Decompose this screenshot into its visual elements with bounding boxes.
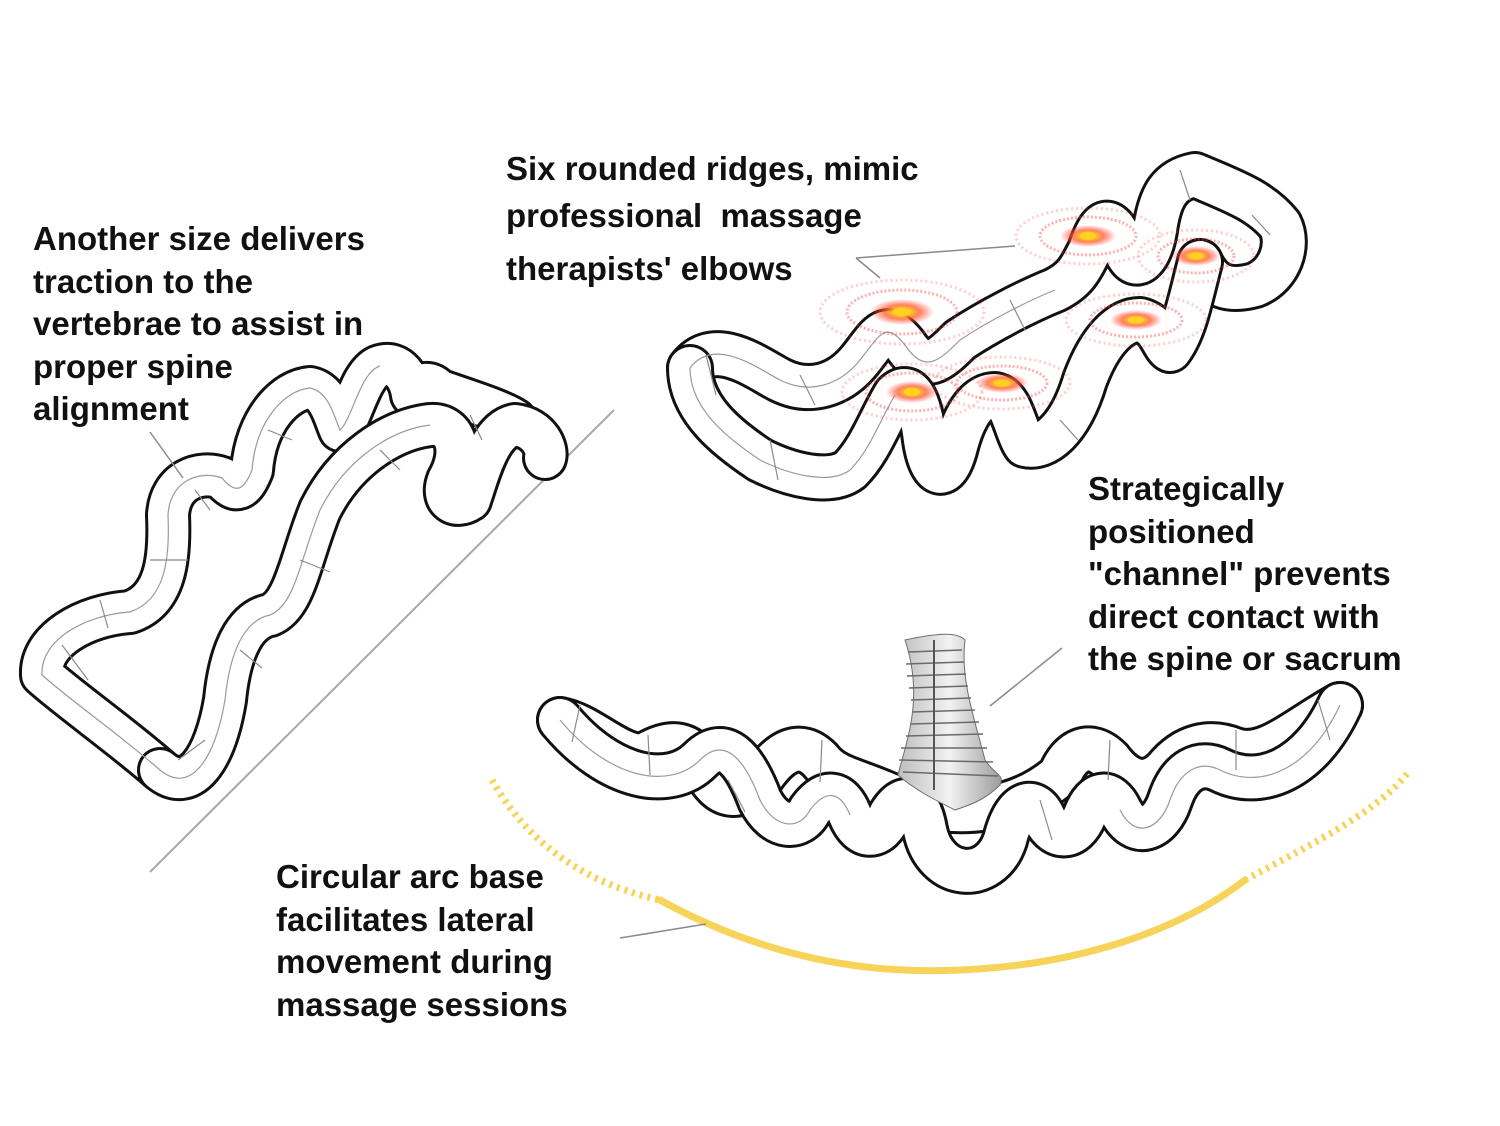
ridges-model-illustration [666,151,1308,502]
callout-line: massage sessions [276,985,568,1023]
left-front-seam [159,424,431,779]
left-back-seam [41,365,381,771]
callout-line: "channel" prevents [1088,555,1391,592]
callout-line: alignment [33,390,189,427]
top-back-seam [689,289,1056,388]
callout-line: traction to the [33,262,253,300]
leader-arc [619,923,707,939]
callout-line: the spine or sacrum [1088,640,1402,677]
top-front-seam [689,367,896,478]
callout-channel: Strategically positioned "channel" preve… [1088,468,1402,681]
traction-model-illustration [19,342,615,873]
pressure-point-icon [840,362,984,422]
callout-six-ridges: Six rounded ridges, mimic professional m… [506,145,919,292]
vertebrae-lines [898,649,999,777]
pressure-point-icon [932,355,1072,411]
pressure-point-icon [1014,206,1162,266]
callout-line: positioned [1088,512,1255,550]
callout-line: Circular arc base [276,858,544,895]
leader-channel [989,647,1063,707]
leader-ridges-a [855,257,881,279]
callout-line: therapists' elbows [506,250,793,287]
callout-line: facilitates lateral [276,900,535,938]
callout-line: proper spine [33,347,233,385]
bottom-front-seam-right [1119,704,1341,829]
bottom-front-seam [559,719,851,825]
arc-base-dashed-right [1243,767,1413,884]
callout-traction-size: Another size delivers traction to the ve… [33,218,365,431]
pressure-point-icon [1136,228,1256,284]
left-cross-ticks [61,414,483,761]
callout-line: Six rounded ridges, mimic [506,150,919,187]
pressure-point-icon [818,278,986,346]
callout-line: movement during [276,943,553,980]
callout-arc-base: Circular arc base facilitates lateral mo… [276,856,568,1026]
leader-traction [149,431,184,479]
callout-line: Another size delivers [33,220,365,257]
leader-lines [149,245,1063,939]
top-cross-ticks [705,169,1271,481]
callout-line: professional massage [506,197,862,234]
floor-line [149,409,615,873]
channel-model-illustration [488,633,1413,975]
bottom-cross-ticks [571,699,1331,841]
callout-line: direct contact with [1088,597,1380,635]
pressure-points [818,206,1256,422]
spine-illustration-icon [897,633,1002,811]
callout-line: vertebrae to assist in [33,305,364,342]
leader-ridges-b [855,245,1016,259]
callout-line: Strategically [1088,470,1285,507]
arc-base-solid [656,876,1249,975]
pressure-point-icon [1064,292,1208,348]
